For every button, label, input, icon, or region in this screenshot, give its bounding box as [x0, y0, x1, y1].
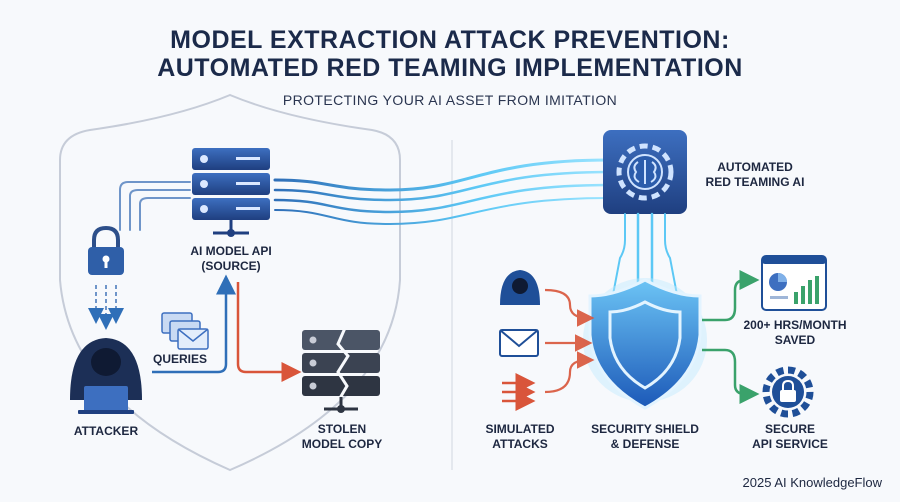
secure-line-2: API SERVICE: [752, 437, 828, 451]
red-teaming-label: AUTOMATED RED TEAMING AI: [690, 160, 820, 190]
attacker-icon: [70, 338, 142, 414]
saved-line-1: 200+ HRS/MONTH: [743, 318, 847, 332]
attack-arrows-icon: [502, 373, 536, 411]
data-stream-lines: [119, 158, 612, 231]
api-server-icon: [192, 148, 270, 237]
envelopes-icon: [161, 312, 209, 350]
subtitle: PROTECTING YOUR AI ASSET FROM IMITATION: [282, 92, 618, 108]
email-icon: [499, 329, 539, 357]
secure-line-1: SECURE: [764, 422, 815, 436]
simulated-line-2: ATTACKS: [492, 437, 548, 451]
down-arrows-icon: [88, 285, 124, 330]
saved-line-2: SAVED: [774, 333, 816, 347]
shield-label: SECURITY SHIELD & DEFENSE: [580, 422, 710, 452]
extraction-arrow: [236, 282, 302, 382]
stolen-copy-label: STOLEN MODEL COPY: [282, 422, 402, 452]
dashboard-icon: [761, 255, 827, 311]
query-arrow: [152, 274, 236, 374]
red-teaming-line-1: AUTOMATED: [717, 160, 793, 174]
queries-label: QUERIES: [152, 352, 207, 366]
title-line-1: MODEL EXTRACTION ATTACK PREVENTION:: [170, 26, 730, 54]
api-label: AI MODEL API (SOURCE): [166, 244, 296, 274]
output-paths: [702, 270, 760, 404]
outline-shield: [59, 93, 401, 472]
api-label-line-2: (SOURCE): [201, 259, 261, 273]
shield-line-2: & DEFENSE: [610, 437, 680, 451]
secure-gear-icon: [762, 366, 814, 418]
simulated-line-1: SIMULATED: [485, 422, 555, 436]
red-teaming-ai-icon: [603, 130, 687, 214]
attack-paths: [544, 288, 595, 394]
stolen-label-line-1: STOLEN: [317, 422, 367, 436]
secure-api-label: SECURE API SERVICE: [730, 422, 850, 452]
hours-saved-label: 200+ HRS/MONTH SAVED: [730, 318, 860, 348]
title-line-2: AUTOMATED RED TEAMING IMPLEMENTATION: [157, 54, 743, 82]
shield-line-1: SECURITY SHIELD: [591, 422, 699, 436]
api-label-line-1: AI MODEL API: [190, 244, 272, 258]
lock-icon: [88, 225, 124, 275]
attacker-label: ATTACKER: [73, 424, 139, 438]
stolen-label-line-2: MODEL COPY: [301, 437, 383, 451]
footer-credit: 2025 AI KnowledgeFlow: [742, 475, 882, 490]
red-teaming-line-2: RED TEAMING AI: [705, 175, 805, 189]
hacker-icon: [500, 270, 540, 305]
simulated-attacks-label: SIMULATED ATTACKS: [470, 422, 570, 452]
security-shield-icon: [583, 278, 707, 410]
stolen-server-icon: [302, 327, 380, 413]
